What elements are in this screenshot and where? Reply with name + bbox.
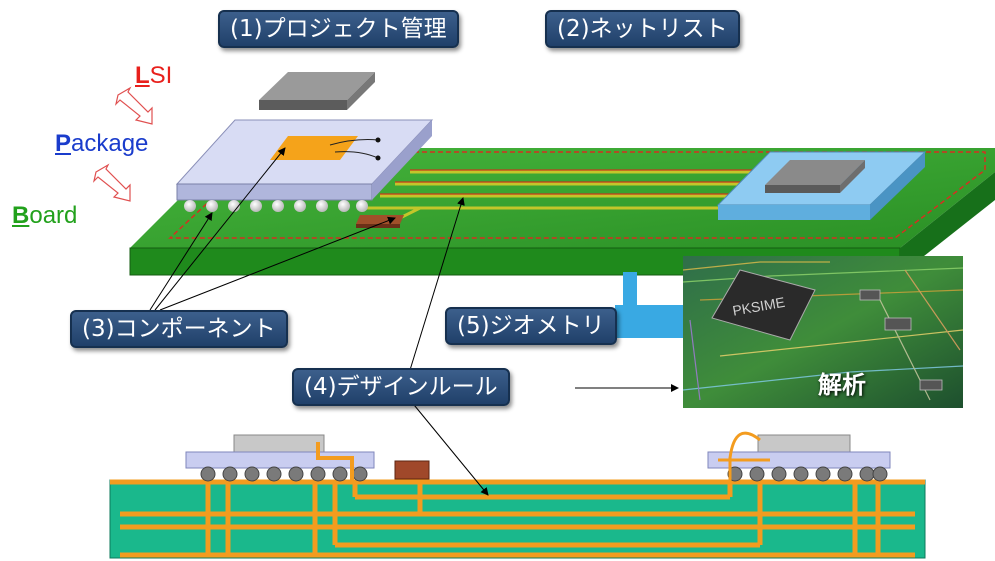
board-label: Board <box>12 202 77 230</box>
package-die-pad <box>270 136 358 160</box>
lsi-die <box>259 72 375 110</box>
lsi-label: LSI <box>135 62 172 90</box>
component-label: (3)コンポーネント <box>70 310 288 348</box>
package-solder-balls <box>184 200 368 212</box>
stack-arrows <box>92 86 153 202</box>
board-initial: B <box>12 202 30 229</box>
board-traces <box>365 170 780 220</box>
geometry-label: (5)ジオメトリ <box>445 307 617 345</box>
analysis-chip <box>711 269 816 341</box>
board-rest: oard <box>29 202 78 229</box>
design-rule-label: (4)デザインルール <box>292 368 510 406</box>
capacitor <box>356 215 404 228</box>
package-initial: P <box>55 130 72 157</box>
package-rest: ackage <box>71 130 149 157</box>
lsi-rest: SI <box>149 62 173 89</box>
cross-section <box>109 431 926 559</box>
left-package <box>175 119 434 212</box>
pointer-lines <box>149 147 679 496</box>
project-management-label: (1)プロジェクト管理 <box>218 10 459 48</box>
package-label: Package <box>55 130 148 158</box>
lsi-initial: L <box>135 62 150 89</box>
netlist-label: (2)ネットリスト <box>545 10 740 48</box>
right-package <box>716 151 927 220</box>
analysis-caption: 解析 <box>818 371 866 399</box>
analysis-image: PKSIME <box>682 256 964 408</box>
